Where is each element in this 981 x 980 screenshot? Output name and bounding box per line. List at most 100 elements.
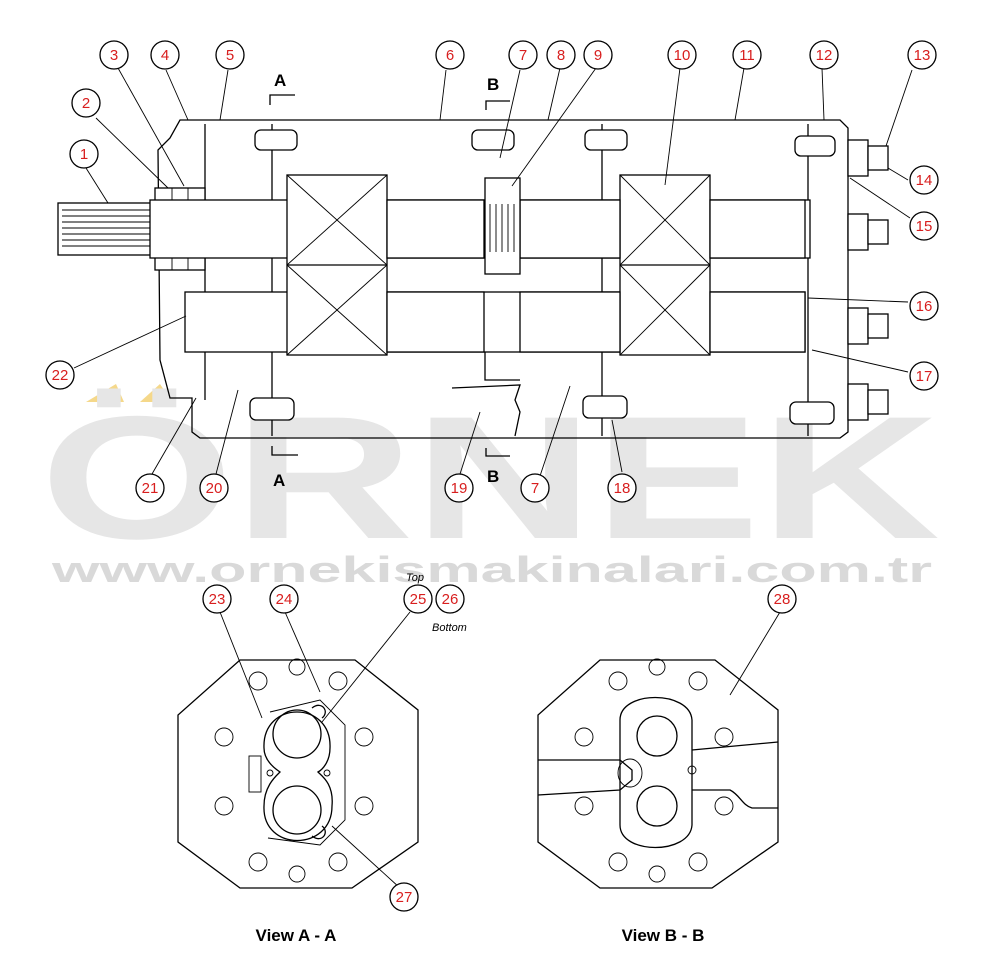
svg-text:24: 24: [276, 591, 293, 608]
svg-text:12: 12: [816, 47, 833, 64]
view-b-plate-outline: [537, 659, 779, 889]
input-shaft-spline: [57, 202, 154, 256]
pump-section-drawing: A B A B: [45, 40, 939, 503]
end-bearing-lower: [709, 291, 806, 353]
callout-11: 11: [732, 40, 762, 70]
svg-text:19: 19: [451, 480, 468, 497]
callout-24: 24: [269, 584, 299, 614]
view-b-bore-lower: [636, 785, 678, 827]
svg-text:20: 20: [206, 480, 223, 497]
callout-26: 26: [435, 584, 465, 614]
view-b-pocket: [619, 696, 693, 849]
svg-text:9: 9: [594, 47, 602, 64]
callout-25: 25: [403, 584, 433, 614]
svg-text:4: 4: [161, 47, 169, 64]
coupling-splines: [489, 204, 515, 252]
caption-view-b: View B - B: [622, 926, 705, 945]
view-b-passage-right-top: [691, 741, 779, 751]
svg-text:7: 7: [531, 480, 539, 497]
svg-text:7: 7: [519, 47, 527, 64]
end-bearing-upper: [709, 199, 806, 259]
callout-8: 8: [546, 40, 576, 70]
svg-text:5: 5: [226, 47, 234, 64]
callout-27: 27: [389, 882, 419, 912]
view-a-plate-outline: [177, 659, 419, 889]
callout-7-top: 7: [508, 40, 538, 70]
callout-28: 28: [767, 584, 797, 614]
callout-20: 20: [199, 473, 229, 503]
callout-12: 12: [809, 40, 839, 70]
svg-text:6: 6: [446, 47, 454, 64]
view-b-leader: [729, 611, 781, 696]
callout-7-bottom: 7: [520, 473, 550, 503]
callout-17: 17: [909, 361, 939, 391]
callout-9: 9: [583, 40, 613, 70]
view-b-b-drawing: 28 View B - B: [537, 584, 797, 945]
end-fittings: [847, 139, 889, 421]
svg-text:10: 10: [674, 47, 691, 64]
svg-text:16: 16: [916, 298, 933, 315]
svg-text:25: 25: [410, 591, 427, 608]
callout-13: 13: [907, 40, 937, 70]
view-b-passage-right-bottom: [692, 789, 778, 809]
view-a-bore-lower: [272, 785, 322, 835]
spline-teeth: [62, 209, 150, 247]
callout-21: 21: [135, 473, 165, 503]
svg-text:1: 1: [80, 146, 88, 163]
front-bearing-upper: [386, 199, 485, 259]
callout-22: 22: [45, 360, 75, 390]
broken-section-line: [451, 384, 521, 437]
bolts-top: [254, 129, 836, 157]
svg-text:14: 14: [916, 172, 933, 189]
section-mark-a-top: A: [274, 71, 286, 90]
view-b-bolt-holes: [574, 658, 734, 883]
callouts-main: 1 2 3 4 5 6 7 8 9 10 11 12 13 14 15 16 1…: [45, 40, 939, 503]
callout-5: 5: [215, 40, 245, 70]
callouts-view-a: 23 24 25 26 27: [202, 584, 465, 912]
callout-2: 2: [71, 88, 101, 118]
svg-text:27: 27: [396, 889, 413, 906]
watermark-accent-right: [140, 384, 172, 402]
view-b-passage-left: [537, 759, 633, 796]
housing-outline: [157, 119, 849, 439]
view-a-seal-top: [311, 704, 326, 719]
leader-lines: [73, 67, 913, 477]
note-bottom: Bottom: [432, 622, 467, 634]
callout-14: 14: [909, 165, 939, 195]
section-mark-a-bottom: A: [273, 471, 285, 490]
view-a-seal-bottom: [311, 825, 326, 840]
front-bearing-lower: [386, 291, 485, 353]
svg-text:18: 18: [614, 480, 631, 497]
rear-bearing-lower: [519, 291, 621, 353]
svg-text:3: 3: [110, 47, 118, 64]
callout-16: 16: [909, 291, 939, 321]
svg-text:21: 21: [142, 480, 159, 497]
svg-text:26: 26: [442, 591, 459, 608]
view-a-a-drawing: Top Bottom 23 24 25 26 27 View A - A: [177, 572, 467, 945]
callout-23: 23: [202, 584, 232, 614]
svg-text:17: 17: [916, 368, 933, 385]
svg-text:23: 23: [209, 591, 226, 608]
svg-text:15: 15: [916, 218, 933, 235]
svg-text:13: 13: [914, 47, 931, 64]
note-top: Top: [406, 572, 424, 584]
view-a-gear-pocket: [263, 711, 333, 841]
watermark-accent-left: [86, 384, 124, 402]
bolts-bottom: [249, 395, 835, 425]
svg-text:22: 22: [52, 367, 69, 384]
callout-19: 19: [444, 473, 474, 503]
view-a-notes: Top Bottom: [406, 572, 467, 634]
view-b-bore-upper: [636, 715, 678, 757]
view-a-bore-upper: [272, 709, 322, 759]
callout-3: 3: [99, 40, 129, 70]
view-a-bolt-holes: [214, 658, 374, 883]
section-mark-b-top: B: [487, 75, 499, 94]
svg-text:2: 2: [82, 95, 90, 112]
section-mark-b-bottom: B: [487, 467, 499, 486]
callout-15: 15: [909, 211, 939, 241]
callout-10: 10: [667, 40, 697, 70]
caption-view-a: View A - A: [256, 926, 337, 945]
watermark-url: www.ornekismakinalari.com.tr: [50, 549, 932, 590]
